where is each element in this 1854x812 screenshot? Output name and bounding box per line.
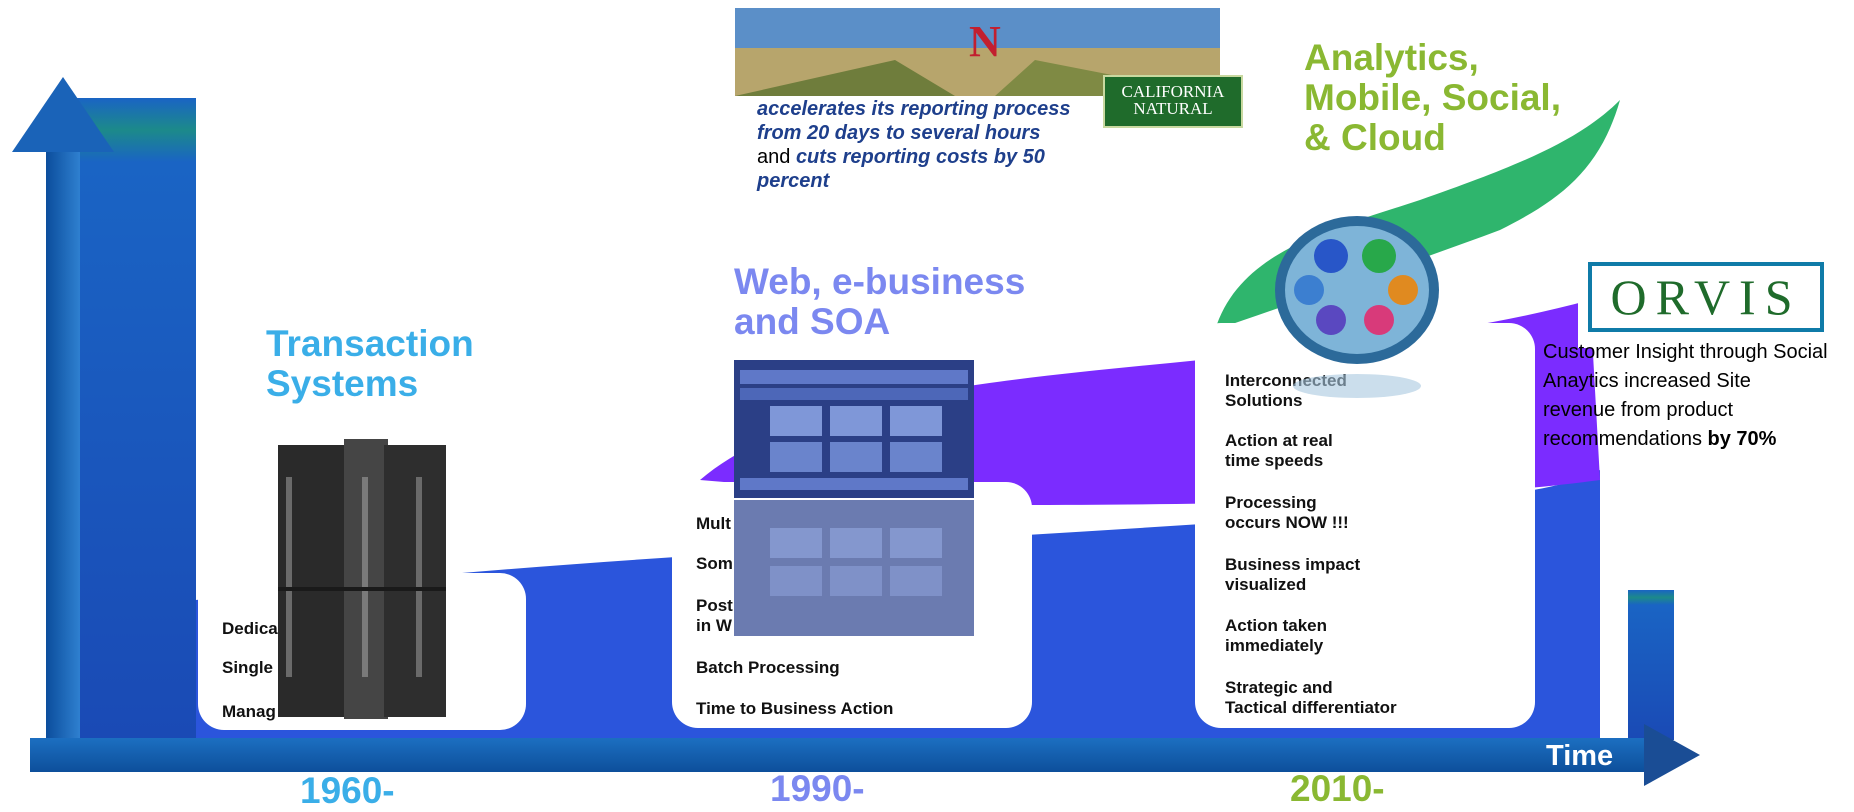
era3-bullet-1-line2: Solutions: [1225, 391, 1303, 410]
era3-bullet-3-line1: Processing: [1225, 493, 1317, 512]
california-story-line1: accelerates its reporting process: [757, 98, 1071, 120]
era1-bullet-1: Dedica: [222, 619, 278, 638]
orvis-story-line2: Anaytics increased Site: [1543, 370, 1751, 392]
horizontal-axis-arrowhead: [1644, 724, 1700, 786]
era3-bullet-5-line1: Action taken: [1225, 616, 1328, 635]
era3-heading-line3: & Cloud: [1304, 117, 1446, 158]
era3-heading-line1: Analytics,: [1304, 37, 1479, 78]
orvis-story-line4-bold: by 70%: [1707, 428, 1777, 450]
striped-panel: [68, 98, 196, 738]
orvis-logo: ORVIS: [1588, 262, 1824, 332]
era3-bullet-2: Action at real time speeds: [1225, 431, 1333, 471]
california-story: accelerates its reporting process from 2…: [757, 97, 1070, 193]
era3-bullet-6: Strategic and Tactical differentiator: [1225, 678, 1397, 718]
orvis-story-line4-plain: recommendations: [1543, 428, 1708, 450]
era2-bullet-6: Time to Business Action: [696, 699, 894, 718]
mainframe-server-image: [278, 439, 446, 719]
era1-year: 1960-: [300, 770, 395, 811]
era2-year: 1990-: [770, 768, 865, 809]
era1-bullet-3: Manag: [222, 702, 276, 721]
right-stripes: [1628, 590, 1674, 740]
era1-heading-line1: Transaction: [266, 323, 474, 364]
era2-heading-line2: and SOA: [734, 301, 891, 342]
era3-bullet-6-line1: Strategic and: [1225, 678, 1333, 697]
california-story-line3-plain: and: [757, 146, 796, 168]
era2-bullet-5: Batch Processing: [696, 658, 840, 677]
vertical-axis: [46, 150, 80, 740]
era2-bullet-3: Post: [696, 596, 733, 615]
time-label: Time: [1546, 740, 1614, 772]
era3-bullet-3: Processing occurs NOW !!!: [1225, 493, 1349, 533]
app-icons-globe-image: [1275, 216, 1439, 398]
orvis-story: Customer Insight through Social Anaytics…: [1543, 338, 1828, 454]
california-story-line2: from 20 days to several hours: [757, 122, 1041, 144]
california-logo-line1: CALIFORNIA: [1121, 82, 1225, 101]
era3-bullet-4: Business impact visualized: [1225, 555, 1360, 595]
era3-year: 2010-: [1290, 768, 1385, 809]
era2-bullet-2: Som: [696, 554, 733, 573]
era3-bullet-4-line2: visualized: [1225, 575, 1307, 594]
era3-heading-line2: Mobile, Social,: [1304, 77, 1561, 118]
horizontal-axis: [30, 738, 1650, 772]
svg-text:N: N: [969, 17, 1001, 66]
california-logo-line2: NATURAL: [1133, 99, 1213, 118]
orvis-logo-box: ORVIS: [1578, 252, 1854, 348]
era3-bullet-6-line2: Tactical differentiator: [1225, 698, 1397, 717]
era2-heading-line1: Web, e-business: [734, 261, 1026, 302]
era3-bullet-2-line2: time speeds: [1225, 451, 1324, 470]
era3-bullet-4-line1: Business impact: [1225, 555, 1361, 574]
era1-heading: Transaction Systems: [266, 324, 474, 404]
orvis-story-line3: revenue from product: [1543, 399, 1734, 421]
era2-bullet-1: Mult: [696, 514, 731, 533]
california-story-line3-em: cuts reporting costs by 50: [795, 146, 1045, 168]
era3-bullet-3-line2: occurs NOW !!!: [1225, 513, 1349, 532]
era3-heading: Analytics, Mobile, Social, & Cloud: [1304, 38, 1561, 158]
era3-bullet-5: Action taken immediately: [1225, 616, 1327, 656]
era2-bullet-4: in W: [696, 616, 732, 635]
era1-bullet-2: Single: [222, 658, 274, 677]
california-natural-logo: CALIFORNIA NATURAL: [1103, 75, 1243, 128]
soa-architecture-diagram-image: [734, 360, 974, 636]
vertical-axis-arrowhead: [12, 77, 114, 152]
era1-heading-line2: Systems: [266, 363, 419, 404]
era3-bullet-5-line2: immediately: [1225, 636, 1324, 655]
era2-heading: Web, e-business and SOA: [734, 262, 1025, 342]
california-story-line4: percent: [757, 170, 830, 192]
orvis-story-line1: Customer Insight through Social: [1543, 341, 1828, 363]
era3-bullet-2-line1: Action at real: [1225, 431, 1333, 450]
